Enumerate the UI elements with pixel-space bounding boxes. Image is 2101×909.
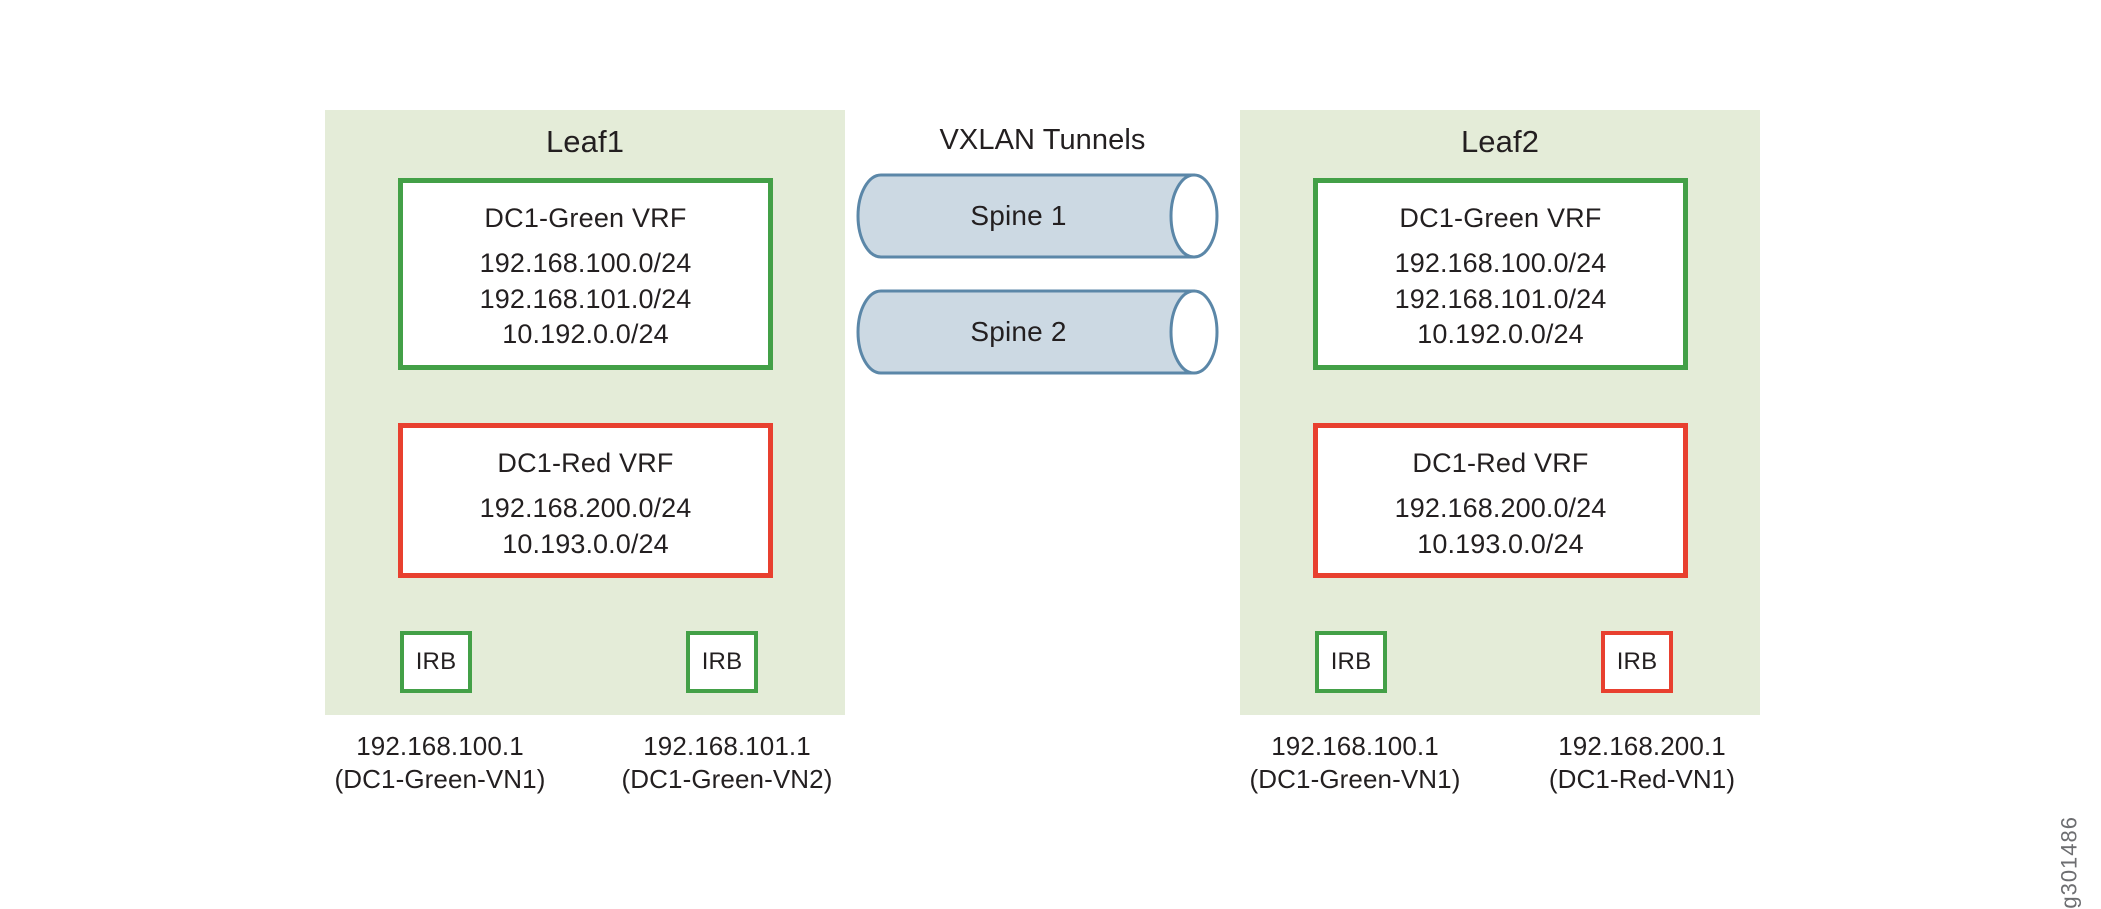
vxlan-tunnels-title: VXLAN Tunnels: [939, 124, 1146, 156]
leaf1-dc1-green-vrf-box: DC1-Green VRF 192.168.100.0/24 192.168.1…: [398, 178, 773, 370]
subnet-line: 192.168.101.0/24: [1394, 283, 1607, 314]
irb-address: 192.168.100.1: [356, 731, 524, 761]
leaf2-panel: Leaf2 DC1-Green VRF 192.168.100.0/24 192…: [1240, 110, 1760, 715]
leaf1-dc1-red-vrf-box: DC1-Red VRF 192.168.200.0/24 10.193.0.0/…: [398, 423, 773, 578]
leaf2-dc1-green-vrf-box: DC1-Green VRF 192.168.100.0/24 192.168.1…: [1313, 178, 1688, 370]
leaf1-dc1-green-vrf-title: DC1-Green VRF: [484, 203, 687, 233]
cylinder-icon: [856, 173, 1219, 259]
leaf2-dc1-red-vrf-title: DC1-Red VRF: [1412, 448, 1589, 478]
leaf1-dc1-red-vrf-title: DC1-Red VRF: [497, 448, 674, 478]
leaf1-irb-green-vn2-caption: 192.168.101.1 (DC1-Green-VN2): [612, 730, 842, 797]
leaf2-irb-red-vn1-box: IRB: [1601, 631, 1673, 693]
subnet-line: 192.168.200.0/24: [1394, 493, 1607, 523]
leaf2-dc1-red-vrf-subnets: 192.168.200.0/24 10.193.0.0/24: [1395, 491, 1607, 562]
leaf2-irb-red-vn1-caption: 192.168.200.1 (DC1-Red-VN1): [1527, 730, 1757, 797]
figure-id-watermark: g301486: [2057, 816, 2082, 909]
subnet-line: 10.193.0.0/24: [502, 528, 669, 559]
leaf2-irb-green-vn1-box: IRB: [1315, 631, 1387, 693]
leaf2-irb-green-vn1-caption: 192.168.100.1 (DC1-Green-VN1): [1240, 730, 1470, 797]
leaf1-irb-green-vn1-box: IRB: [400, 631, 472, 693]
subnet-line: 192.168.100.0/24: [1394, 248, 1607, 278]
leaf1-dc1-green-vrf-subnets: 192.168.100.0/24 192.168.101.0/24 10.192…: [480, 246, 692, 353]
tunnel-spine1[interactable]: Spine 1: [855, 172, 1220, 260]
subnet-line: 192.168.200.0/24: [479, 493, 692, 523]
leaf1-irb-green-vn2-box: IRB: [686, 631, 758, 693]
irb-network: (DC1-Red-VN1): [1548, 764, 1736, 795]
cylinder-icon: [856, 289, 1219, 375]
irb-network: (DC1-Green-VN2): [621, 764, 833, 795]
subnet-line: 10.193.0.0/24: [1417, 528, 1584, 559]
leaf1-dc1-red-vrf-subnets: 192.168.200.0/24 10.193.0.0/24: [480, 491, 692, 562]
leaf1-irb-green-vn1-caption: 192.168.100.1 (DC1-Green-VN1): [325, 730, 555, 797]
subnet-line: 192.168.100.0/24: [479, 248, 692, 278]
leaf2-dc1-green-vrf-title: DC1-Green VRF: [1399, 203, 1602, 233]
vxlan-tunnels-group: VXLAN Tunnels Spine 1 Spine 2: [845, 110, 1240, 410]
tunnel-spine2[interactable]: Spine 2: [855, 288, 1220, 376]
leaf2-title: Leaf2: [1460, 124, 1540, 159]
leaf2-dc1-green-vrf-subnets: 192.168.100.0/24 192.168.101.0/24 10.192…: [1395, 246, 1607, 353]
leaf2-dc1-red-vrf-box: DC1-Red VRF 192.168.200.0/24 10.193.0.0/…: [1313, 423, 1688, 578]
subnet-line: 192.168.101.0/24: [479, 283, 692, 314]
subnet-line: 10.192.0.0/24: [502, 319, 669, 350]
irb-network: (DC1-Green-VN1): [1249, 764, 1461, 795]
irb-network: (DC1-Green-VN1): [334, 764, 546, 795]
irb-address: 192.168.101.1: [643, 731, 811, 761]
irb-address: 192.168.200.1: [1558, 731, 1726, 761]
leaf1-title: Leaf1: [545, 124, 625, 159]
leaf1-panel: Leaf1 DC1-Green VRF 192.168.100.0/24 192…: [325, 110, 845, 715]
irb-address: 192.168.100.1: [1271, 731, 1439, 761]
subnet-line: 10.192.0.0/24: [1417, 319, 1584, 350]
